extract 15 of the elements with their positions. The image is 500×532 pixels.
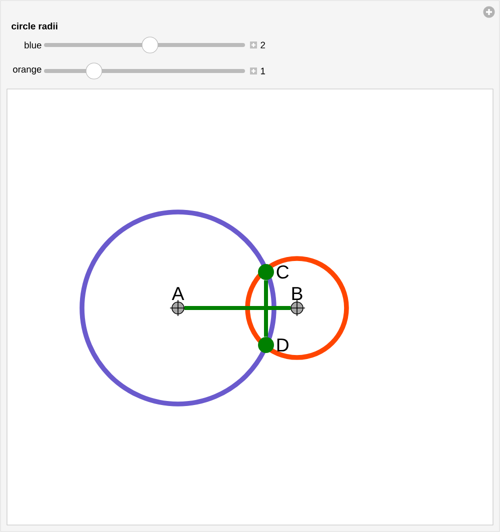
point: C	[258, 264, 289, 280]
slider-label: orange	[13, 68, 42, 74]
point: D	[258, 337, 288, 353]
node-label: A	[172, 287, 184, 300]
point: B	[288, 287, 306, 316]
line-segment	[184, 306, 291, 310]
node-label: C	[276, 265, 289, 279]
line-segment	[264, 280, 268, 337]
node-label: D	[277, 338, 288, 352]
slider-label: blue	[24, 42, 42, 48]
node-label: B	[292, 287, 302, 300]
point: A	[170, 287, 186, 316]
slider-value: 1	[260, 68, 265, 74]
slider-value: 2	[260, 42, 265, 48]
heading: circle radii	[12, 22, 58, 30]
